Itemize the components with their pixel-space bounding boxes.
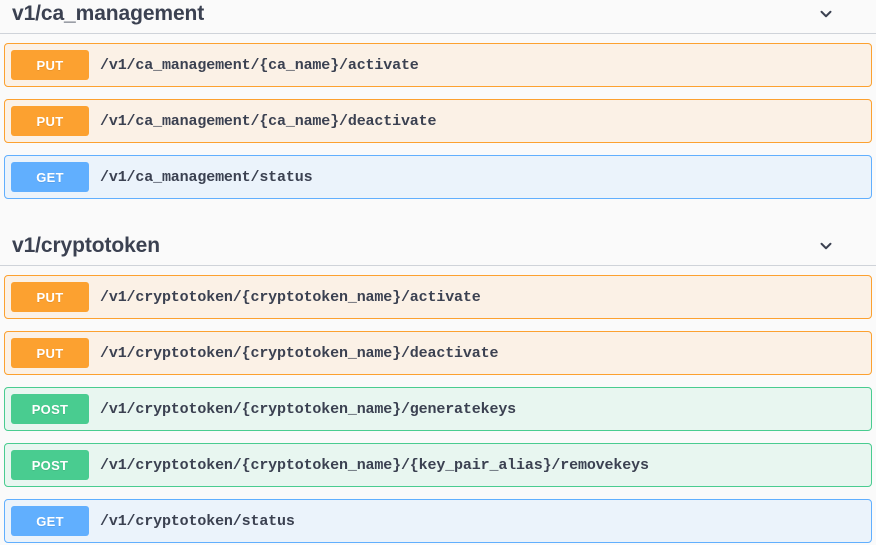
tag-section-cryptotoken: v1/cryptotoken PUT /v1/cryptotoken/{cryp…: [0, 232, 876, 543]
operations-cryptotoken: PUT /v1/cryptotoken/{cryptotoken_name}/a…: [0, 275, 876, 543]
method-badge: POST: [11, 450, 89, 480]
operation-row[interactable]: PUT /v1/cryptotoken/{cryptotoken_name}/a…: [4, 275, 872, 319]
operation-path: /v1/ca_management/{ca_name}/deactivate: [100, 112, 437, 130]
operations-ca-management: PUT /v1/ca_management/{ca_name}/activate…: [0, 43, 876, 199]
method-badge: GET: [11, 506, 89, 536]
operation-path: /v1/cryptotoken/{cryptotoken_name}/activ…: [100, 288, 481, 306]
method-badge: PUT: [11, 282, 89, 312]
operation-row[interactable]: POST /v1/cryptotoken/{cryptotoken_name}/…: [4, 387, 872, 431]
operation-row[interactable]: GET /v1/ca_management/status: [4, 155, 872, 199]
operation-path: /v1/cryptotoken/{cryptotoken_name}/deact…: [100, 344, 499, 362]
operation-row[interactable]: PUT /v1/cryptotoken/{cryptotoken_name}/d…: [4, 331, 872, 375]
operation-row[interactable]: POST /v1/cryptotoken/{cryptotoken_name}/…: [4, 443, 872, 487]
operation-row[interactable]: PUT /v1/ca_management/{ca_name}/deactiva…: [4, 99, 872, 143]
section-spacer: [0, 210, 876, 232]
operation-path: /v1/ca_management/status: [100, 168, 313, 186]
tag-title: v1/cryptotoken: [12, 233, 160, 257]
tag-title: v1/ca_management: [12, 1, 205, 25]
operation-path: /v1/cryptotoken/status: [100, 512, 295, 530]
tag-header-ca-management[interactable]: v1/ca_management: [0, 0, 876, 34]
operation-row[interactable]: PUT /v1/ca_management/{ca_name}/activate: [4, 43, 872, 87]
chevron-down-icon[interactable]: [816, 236, 836, 256]
method-badge: GET: [11, 162, 89, 192]
chevron-down-icon[interactable]: [816, 4, 836, 24]
tag-header-cryptotoken[interactable]: v1/cryptotoken: [0, 232, 876, 266]
method-badge: PUT: [11, 106, 89, 136]
operation-path: /v1/cryptotoken/{cryptotoken_name}/{key_…: [100, 456, 649, 474]
tag-section-ca-management: v1/ca_management PUT /v1/ca_management/{…: [0, 0, 876, 199]
method-badge: POST: [11, 394, 89, 424]
operation-path: /v1/ca_management/{ca_name}/activate: [100, 56, 419, 74]
method-badge: PUT: [11, 338, 89, 368]
method-badge: PUT: [11, 50, 89, 80]
operation-path: /v1/cryptotoken/{cryptotoken_name}/gener…: [100, 400, 517, 418]
operation-row[interactable]: GET /v1/cryptotoken/status: [4, 499, 872, 543]
